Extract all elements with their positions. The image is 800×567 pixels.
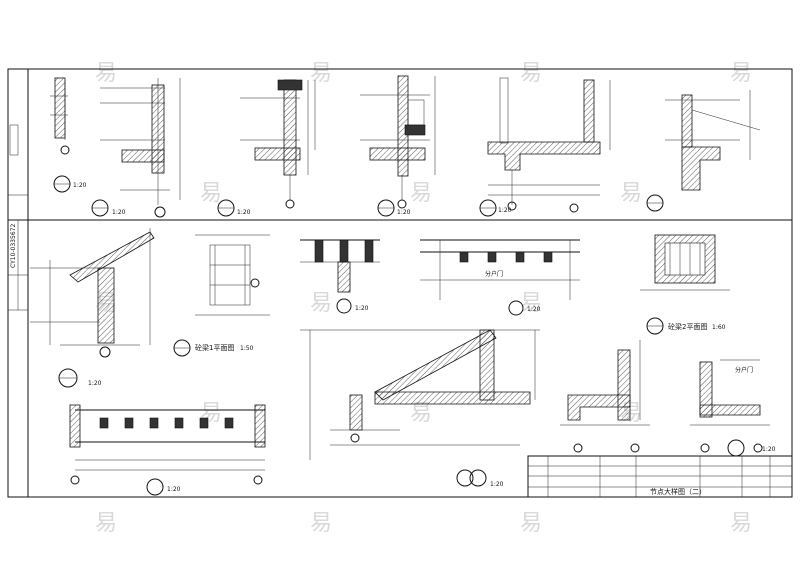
svg-text:易: 易	[520, 511, 542, 536]
detail-4-scale: 1:20	[397, 209, 411, 216]
detail-3-scale: 1:20	[237, 209, 251, 216]
detail-12-scale: 1:20	[167, 486, 181, 493]
svg-text:易: 易	[520, 291, 542, 316]
detail-7-scale: 1:20	[88, 380, 102, 387]
svg-text:易: 易	[95, 61, 117, 86]
beam-1-plan-title: 砼梁1平面图	[195, 343, 234, 352]
beam-2-plan-title: 砼梁2平面图	[668, 322, 707, 331]
svg-text:易: 易	[620, 181, 642, 206]
beam-2-plan: 砼梁2平面图 1:60	[640, 234, 730, 335]
detail-14-scale: 1:20	[762, 446, 776, 453]
drawing-title: 节点大样图（二）	[650, 487, 706, 496]
detail-1-scale: 1:20	[73, 182, 87, 189]
detail-13: 1:20	[300, 329, 540, 488]
detail-13-scale: 1:20	[490, 481, 504, 488]
door-label: 分户门	[485, 270, 503, 278]
detail-10-scale: 1:20	[527, 306, 541, 313]
sheet-border	[7, 68, 793, 498]
detail-7: 1:20	[30, 228, 155, 388]
svg-text:易: 易	[410, 401, 432, 426]
beam-1-plan-scale: 1:50	[240, 345, 254, 352]
beam-2-plan-scale: 1:60	[712, 324, 726, 331]
svg-text:易: 易	[200, 181, 222, 206]
title-block: 节点大样图（二）	[527, 455, 793, 498]
detail-10: 分户门 1:20	[420, 239, 580, 316]
detail-6	[646, 90, 761, 212]
svg-text:易: 易	[95, 511, 117, 536]
detail-3: 1:20	[217, 79, 316, 217]
svg-text:易: 易	[310, 511, 332, 536]
svg-text:易: 易	[410, 181, 432, 206]
detail-9: 1:20	[300, 239, 380, 314]
svg-text:易: 易	[730, 511, 752, 536]
beam-1-plan: 砼梁1平面图 1:50	[173, 234, 270, 357]
svg-text:易: 易	[310, 61, 332, 86]
detail-2-scale: 1:20	[112, 209, 126, 216]
side-strip: CY10-0335672	[8, 69, 29, 497]
door-label-2: 分户门	[735, 366, 753, 374]
detail-9-scale: 1:20	[355, 305, 369, 312]
detail-2: 1:20	[91, 78, 181, 218]
detail-5-scale: 1:20	[498, 207, 512, 214]
svg-text:易: 易	[730, 61, 752, 86]
drawing-code: CY10-0335672	[10, 224, 17, 268]
detail-4: 1:20	[360, 75, 436, 217]
detail-12: 1:20	[69, 404, 266, 496]
detail-1: 1:20	[50, 77, 87, 193]
svg-text:易: 易	[310, 291, 332, 316]
detail-14: 分户门 1:20	[560, 340, 776, 457]
detail-5: 1:20	[479, 77, 611, 217]
svg-text:易: 易	[520, 61, 542, 86]
